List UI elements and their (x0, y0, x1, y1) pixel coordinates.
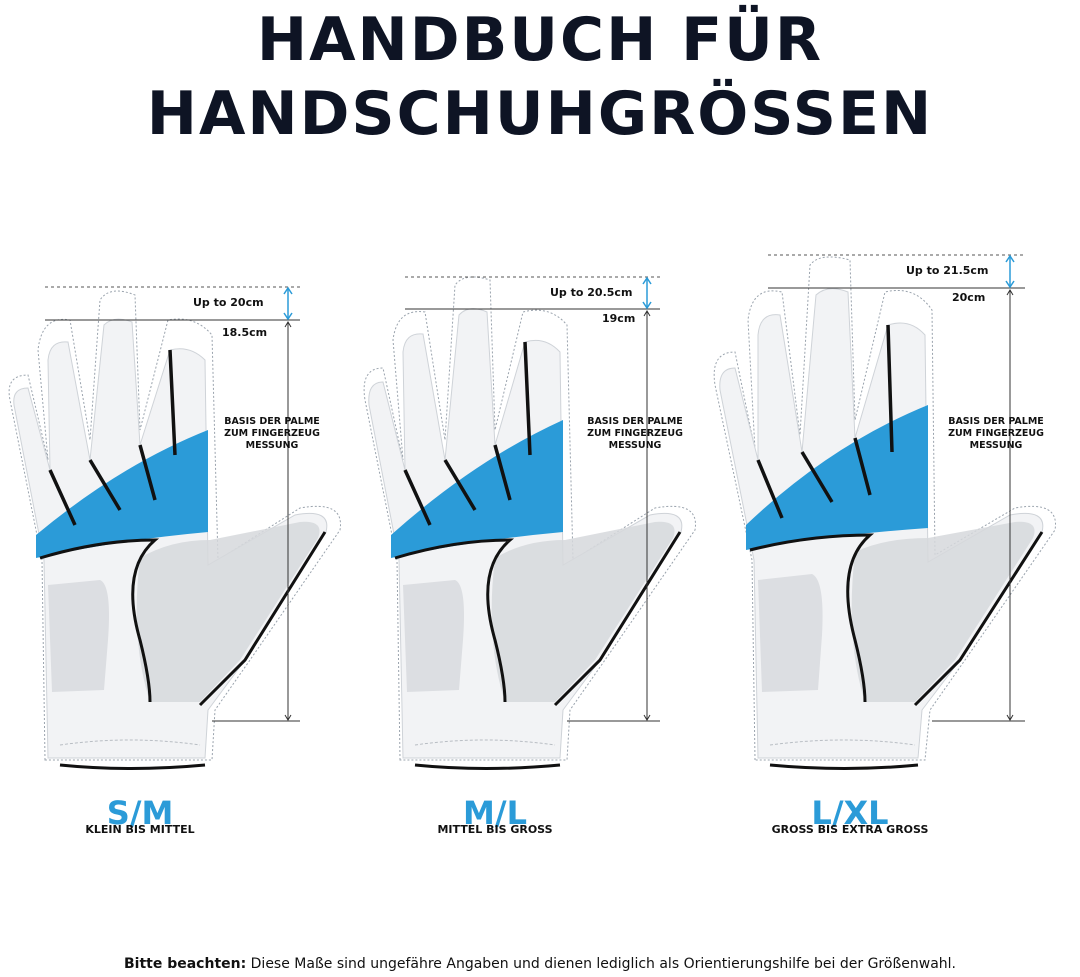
glove-panel-ml: Up to 20.5cm 19cm BASIS DER PALME ZUM FI… (355, 240, 715, 850)
glove-cuff-stitch (414, 739, 556, 746)
glove-finger-lines (756, 324, 894, 519)
glove-icon (8, 290, 341, 770)
glove-thumb-seam (198, 531, 327, 707)
glove-blue-band (391, 420, 563, 558)
basis-line-1: BASIS DER PALME (587, 416, 683, 427)
glove-palm-pad (136, 521, 320, 702)
glove-thumb-seam (553, 531, 682, 707)
glove-left-pad (48, 580, 109, 692)
basis-line-3: MESSUNG (970, 440, 1023, 451)
measurement-lines (768, 254, 1025, 722)
glove-icon (363, 276, 696, 770)
glove-cuff-stitch (769, 739, 916, 746)
glove-outline-dashed (713, 256, 1056, 761)
glove-cuff-stitch (59, 739, 201, 746)
glove-left-pad (758, 574, 823, 692)
basis-line-2: ZUM FINGERZEUG (587, 428, 683, 439)
disclaimer-note: Bitte beachten: Diese Maße sind ungefähr… (0, 956, 1080, 972)
glove-seam (39, 538, 160, 703)
basis-line-3: MESSUNG (246, 440, 299, 451)
size-description: KLEIN BIS MITTEL (85, 823, 195, 836)
glove-left-pad (403, 580, 464, 692)
glove-palm-pad (491, 521, 675, 702)
glove-finger-lines (48, 349, 177, 526)
glove-thumb-seam (913, 531, 1044, 707)
max-length-label: Up to 20.5cm (550, 286, 632, 299)
glove-outline-dashed (363, 276, 696, 761)
title-line-1: HANDBUCH FÜR (256, 5, 824, 75)
basis-line-2: ZUM FINGERZEUG (948, 428, 1044, 439)
glove-palm-pad (851, 521, 1035, 702)
glove-cuff (59, 763, 206, 770)
size-label: S/M (106, 794, 174, 832)
glove-diagram-sm: Up to 20cm 18.5cm BASIS DER PALME ZUM FI… (8, 286, 341, 770)
base-length-label: 18.5cm (222, 326, 267, 339)
glove-blue-band (746, 405, 928, 550)
max-length-label: Up to 21.5cm (906, 264, 988, 277)
glove-cuff (414, 763, 561, 770)
size-label: M/L (463, 794, 527, 832)
glove-panel-sm: Up to 20cm 18.5cm BASIS DER PALME ZUM FI… (0, 240, 360, 850)
glove-blue-band (36, 430, 208, 558)
basis-line-3: MESSUNG (609, 440, 662, 451)
glove-panel-lxl: Up to 21.5cm 20cm BASIS DER PALME ZUM FI… (710, 240, 1070, 850)
glove-diagram-lxl: Up to 21.5cm 20cm BASIS DER PALME ZUM FI… (713, 254, 1056, 770)
basis-line-1: BASIS DER PALME (948, 416, 1044, 427)
measurement-lines (45, 286, 300, 722)
base-length-label: 19cm (602, 312, 635, 325)
glove-seam (394, 538, 515, 703)
measurement-lines (405, 276, 660, 722)
basis-line-2: ZUM FINGERZEUG (224, 428, 320, 439)
note-text: Diese Maße sind ungefähre Angaben und di… (246, 956, 956, 972)
base-length-label: 20cm (952, 291, 985, 304)
page-title: HANDBUCH FÜR HANDSCHUHGRÖSSEN (0, 0, 1080, 151)
size-description: GROSS BIS EXTRA GROSS (771, 823, 929, 836)
glove-icon (713, 256, 1056, 770)
note-prefix: Bitte beachten: (123, 956, 247, 972)
glove-finger-lines (403, 341, 532, 526)
glove-diagram-ml: Up to 20.5cm 19cm BASIS DER PALME ZUM FI… (363, 276, 696, 770)
size-label: L/XL (811, 794, 889, 832)
title-line-2: HANDSCHUHGRÖSSEN (146, 79, 934, 149)
glove-cuff (769, 763, 919, 770)
size-description: MITTEL BIS GROSS (437, 823, 553, 836)
max-length-label: Up to 20cm (193, 296, 264, 309)
glove-seam (749, 533, 875, 703)
basis-line-1: BASIS DER PALME (224, 416, 320, 427)
